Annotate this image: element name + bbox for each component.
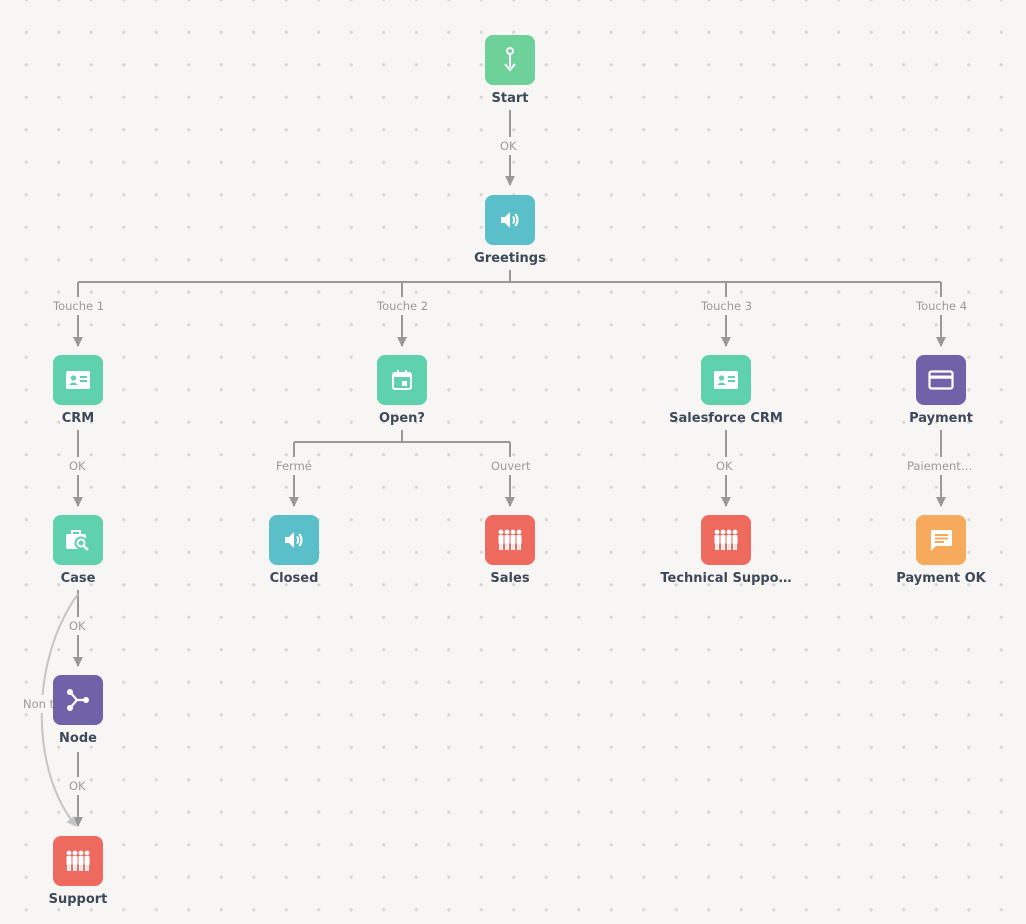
- node-label-payment: Payment: [909, 411, 973, 426]
- node-node[interactable]: Node: [0, 675, 158, 755]
- node-open[interactable]: Open?: [322, 355, 482, 435]
- edge-label-salesforce-tech: OK: [713, 457, 736, 475]
- crm-tile[interactable]: [53, 355, 103, 405]
- briefcase-search-icon: [66, 530, 89, 551]
- node-label-closed: Closed: [269, 571, 319, 586]
- open-tile[interactable]: [377, 355, 427, 405]
- team-icon: [66, 850, 90, 871]
- node-sales[interactable]: Sales: [430, 515, 590, 595]
- node-label-payment-ok: Payment OK: [896, 571, 986, 586]
- payment-ok-tile[interactable]: [916, 515, 966, 565]
- closed-tile[interactable]: [269, 515, 319, 565]
- node-label-technical-support: Technical Suppo…: [660, 571, 792, 586]
- edge-greetings-bus: [78, 270, 941, 283]
- start-icon: [504, 47, 516, 72]
- node-start[interactable]: Start: [430, 35, 590, 115]
- contact-card-icon: [714, 371, 738, 389]
- node-label-sales: Sales: [490, 571, 530, 586]
- team-icon: [498, 529, 522, 550]
- calendar-icon: [392, 370, 412, 390]
- node-technical-support[interactable]: Technical Suppo…: [646, 515, 806, 595]
- payment-tile[interactable]: [916, 355, 966, 405]
- node-label-crm: CRM: [61, 411, 95, 426]
- salesforce-crm-tile[interactable]: [701, 355, 751, 405]
- node-label-open: Open?: [379, 411, 425, 426]
- start-tile[interactable]: [485, 35, 535, 85]
- node-label-case: Case: [60, 571, 96, 586]
- node-case[interactable]: Case: [0, 515, 158, 595]
- technical-support-tile[interactable]: [701, 515, 751, 565]
- speaker-icon: [501, 212, 519, 228]
- edge-label-paiement: Paiement r…: [904, 457, 978, 475]
- node-label-support: Support: [48, 892, 108, 907]
- edge-label-start-greetings: OK: [497, 137, 520, 155]
- edge-label-ouvert: Ouvert: [488, 457, 534, 475]
- case-tile[interactable]: [53, 515, 103, 565]
- team-icon: [714, 529, 738, 550]
- branch-icon: [67, 689, 89, 711]
- node-label-start: Start: [491, 91, 529, 106]
- node-tile[interactable]: [53, 675, 103, 725]
- edge-label-crm-case: OK: [66, 457, 89, 475]
- credit-card-icon: [928, 370, 954, 390]
- edge-label-touche-1: Touche 1: [50, 297, 108, 315]
- edge-label-case-node: OK: [66, 617, 89, 635]
- speaker-icon: [285, 532, 303, 548]
- edge-label-touche-3: Touche 3: [698, 297, 756, 315]
- greetings-tile[interactable]: [485, 195, 535, 245]
- node-closed[interactable]: Closed: [214, 515, 374, 595]
- chat-message-icon: [931, 530, 952, 551]
- edge-open-bus: [294, 430, 510, 443]
- node-support[interactable]: Support: [0, 836, 158, 916]
- node-greetings[interactable]: Greetings: [430, 195, 590, 275]
- contact-card-icon: [66, 371, 90, 389]
- edge-label-touche-4: Touche 4: [913, 297, 971, 315]
- node-label-node: Node: [59, 731, 97, 746]
- edge-label-node-support: OK: [66, 777, 89, 795]
- edge-label-touche-2: Touche 2: [374, 297, 432, 315]
- support-tile[interactable]: [53, 836, 103, 886]
- node-payment[interactable]: Payment: [861, 355, 1021, 435]
- edge-label-case-support: Non t: [20, 695, 55, 713]
- edge-case-support-curve[interactable]: [40, 593, 79, 827]
- node-crm[interactable]: CRM: [0, 355, 158, 435]
- sales-tile[interactable]: [485, 515, 535, 565]
- edge-label-ferme: Fermé: [273, 457, 315, 475]
- node-salesforce-crm[interactable]: Salesforce CRM: [646, 355, 806, 435]
- node-label-salesforce-crm: Salesforce CRM: [669, 411, 783, 426]
- node-payment-ok[interactable]: Payment OK: [861, 515, 1021, 595]
- node-label-greetings: Greetings: [474, 251, 546, 266]
